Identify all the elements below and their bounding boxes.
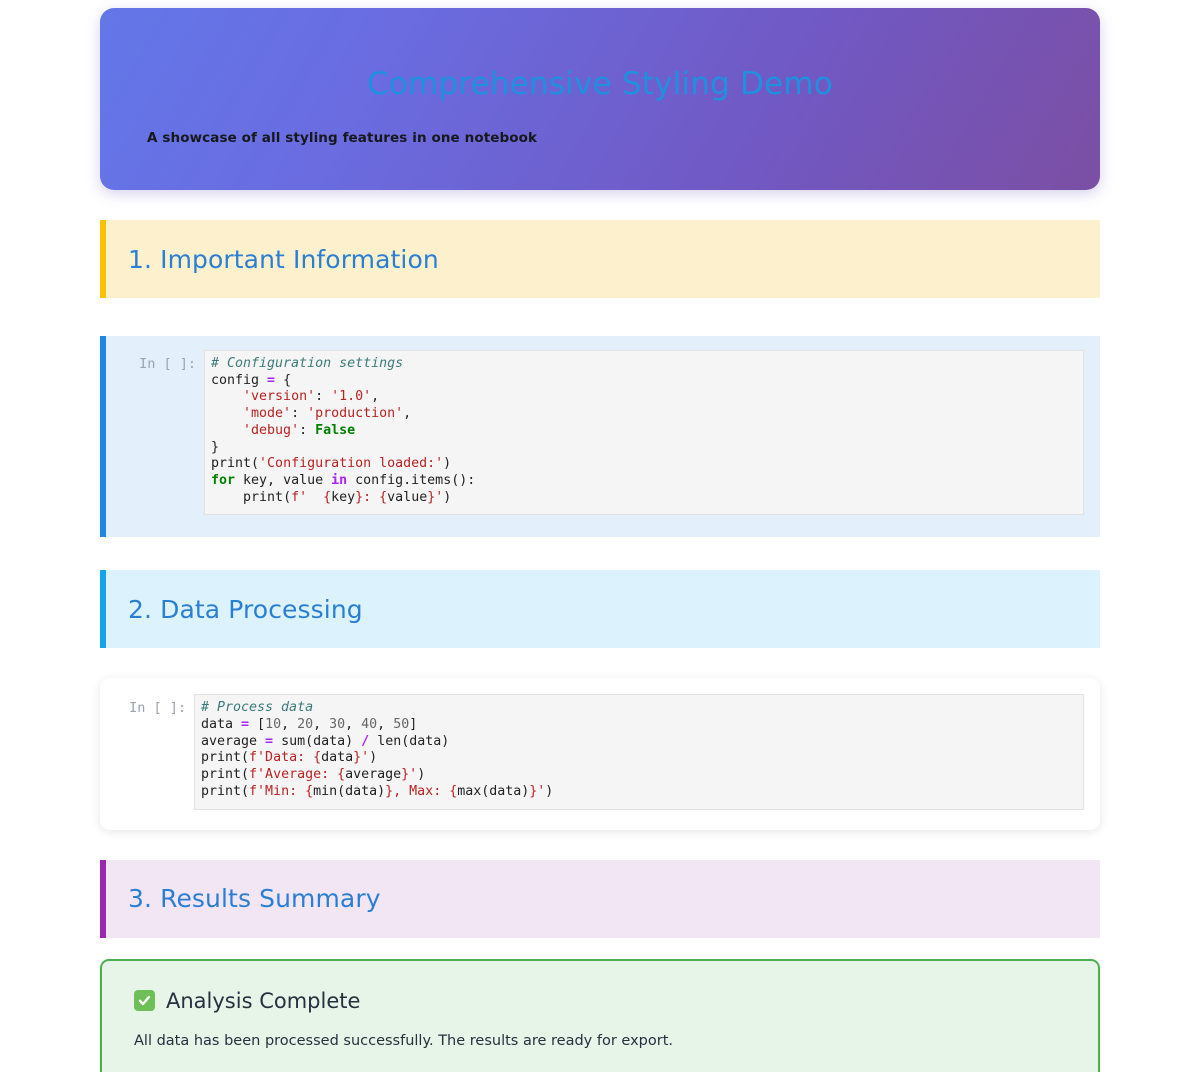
section-header-data-processing: 2. Data Processing bbox=[100, 570, 1100, 649]
callout-heading: Analysis Complete bbox=[134, 989, 1066, 1013]
section-title: 3. Results Summary bbox=[128, 884, 381, 914]
page-title: Comprehensive Styling Demo bbox=[367, 66, 833, 102]
code-editor-area[interactable]: # Process data data = [10, 20, 30, 40, 5… bbox=[194, 694, 1084, 810]
page-subtitle: A showcase of all styling features in on… bbox=[147, 130, 538, 146]
section-title: 1. Important Information bbox=[128, 244, 439, 274]
section-title: 2. Data Processing bbox=[128, 594, 363, 624]
code-editor-area[interactable]: # Configuration settings config = { 'ver… bbox=[204, 350, 1084, 516]
notebook-banner: Comprehensive Styling Demo A showcase of… bbox=[100, 8, 1100, 190]
code-cell-process-data[interactable]: In [ ]: # Process data data = [10, 20, 3… bbox=[100, 678, 1100, 830]
section-header-results-summary: 3. Results Summary bbox=[100, 859, 1100, 938]
code-cell-configuration[interactable]: In [ ]: # Configuration settings config … bbox=[100, 336, 1100, 538]
callout-body-text: All data has been processed successfully… bbox=[134, 1032, 673, 1049]
cell-prompt: In [ ]: bbox=[129, 700, 186, 717]
check-mark-icon bbox=[134, 990, 155, 1012]
success-callout: Analysis Complete All data has been proc… bbox=[100, 958, 1100, 1072]
section-header-important-information: 1. Important Information bbox=[100, 220, 1100, 298]
callout-title-text: Analysis Complete bbox=[166, 988, 361, 1013]
code-source: # Process data data = [10, 20, 30, 40, 5… bbox=[201, 700, 554, 799]
cell-prompt: In [ ]: bbox=[139, 356, 196, 372]
code-source: # Configuration settings config = { 'ver… bbox=[211, 356, 476, 505]
notebook-page: Comprehensive Styling Demo A showcase of… bbox=[0, 8, 1200, 1072]
